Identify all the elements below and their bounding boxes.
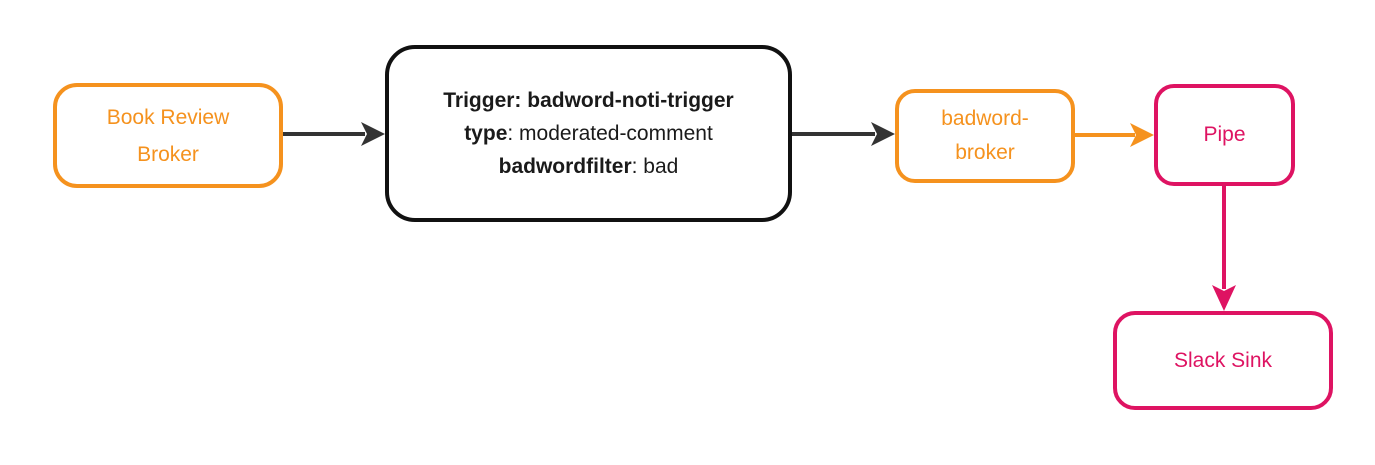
trigger-filter-key: badwordfilter: [498, 155, 632, 178]
trigger-filter-line: badwordfilter: bad: [443, 150, 733, 183]
trigger-type-line: type: moderated-comment: [443, 117, 733, 150]
node-pipe-label: Pipe: [1203, 123, 1246, 146]
node-badword-broker-label: badword-broker: [941, 107, 1029, 164]
trigger-properties: Trigger: badword-noti-trigger type: mode…: [443, 84, 733, 183]
node-slack-sink: Slack Sink: [1113, 311, 1333, 410]
trigger-name-line: Trigger: badword-noti-trigger: [443, 84, 733, 117]
node-book-review-broker: Book Review Broker: [53, 83, 283, 188]
arrow-head: [1130, 123, 1154, 147]
node-book-review-broker-label: Book Review Broker: [106, 105, 230, 166]
node-slack-sink-label: Slack Sink: [1173, 348, 1273, 372]
trigger-name: Trigger: badword-noti-trigger: [443, 89, 734, 112]
arrow-head: [871, 122, 895, 146]
arrow-pipe-to-slack: [1212, 186, 1236, 311]
trigger-type-value: : moderated-comment: [507, 122, 713, 145]
arrow-broker-to-pipe: [1075, 123, 1154, 147]
node-badword-broker: badword-broker: [895, 89, 1075, 183]
arrow-head: [1212, 285, 1236, 311]
arrow-book-to-trigger: [283, 122, 385, 146]
arrow-trigger-to-broker: [792, 122, 895, 146]
arrow-head: [361, 122, 385, 146]
node-pipe: Pipe: [1154, 84, 1295, 186]
trigger-type-key: type: [464, 122, 508, 145]
node-trigger: Trigger: badword-noti-trigger type: mode…: [385, 45, 792, 222]
trigger-filter-value: : bad: [631, 155, 679, 178]
